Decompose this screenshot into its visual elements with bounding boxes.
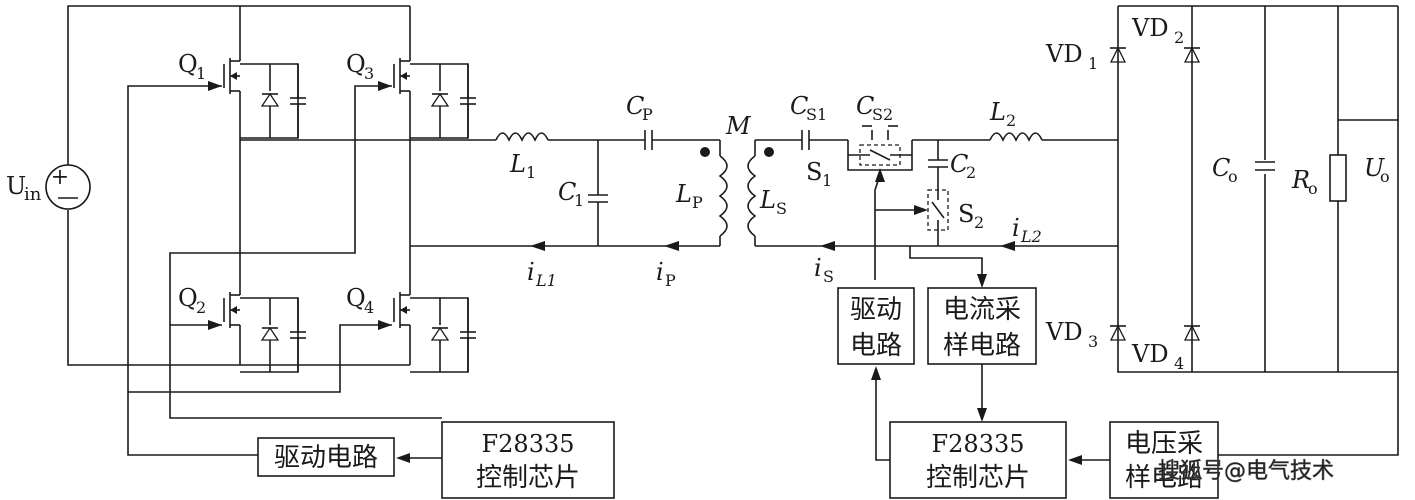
svg-text:样电路: 样电路 (1125, 463, 1203, 493)
svg-text:1: 1 (196, 64, 206, 83)
svg-text:C: C (790, 92, 808, 120)
svg-text:1: 1 (574, 191, 584, 210)
svg-text:P: P (692, 193, 703, 212)
secondary-labels: L S C S1 C S2 S 1 C 2 S 2 L 2 i L2 i S (759, 92, 1042, 286)
svg-text:i: i (814, 254, 822, 282)
current-sample-block: 电流采 样电路 (927, 287, 1037, 422)
mosfet-q3: Q 3 (346, 6, 477, 248)
svg-text:F28335: F28335 (932, 430, 1025, 458)
dc-rails (240, 5, 410, 366)
svg-text:1: 1 (1088, 54, 1098, 73)
svg-text:VD: VD (1045, 40, 1083, 68)
svg-text:U: U (1364, 154, 1385, 182)
svg-text:控制芯片: 控制芯片 (926, 463, 1030, 493)
svg-text:驱动电路: 驱动电路 (274, 443, 378, 473)
svg-text:1: 1 (526, 163, 536, 182)
svg-text:S: S (806, 158, 822, 186)
svg-text:3: 3 (1088, 332, 1098, 351)
left-drive-block: 驱动电路 (257, 437, 395, 477)
svg-text:S: S (776, 199, 787, 218)
voltage-sample-block: 电压采 样电路 (1068, 421, 1219, 499)
svg-text:VD: VD (1131, 14, 1169, 42)
svg-text:VD: VD (1045, 318, 1083, 346)
svg-text:电压采: 电压采 (1125, 429, 1203, 459)
svg-text:L1: L1 (535, 271, 557, 290)
primary-network (240, 130, 728, 251)
svg-text:S1: S1 (806, 105, 827, 124)
svg-text:C: C (856, 92, 874, 120)
right-chip-block: F28335 控制芯片 (871, 366, 1067, 499)
primary-labels: L 1 C 1 C P L P M i L1 i P (509, 92, 752, 290)
svg-text:L: L (759, 186, 776, 214)
svg-text:S: S (823, 267, 834, 286)
svg-text:o: o (1308, 179, 1318, 198)
svg-text:i: i (656, 258, 664, 286)
svg-text:P: P (665, 271, 676, 290)
svg-text:4: 4 (364, 298, 374, 317)
svg-text:i: i (1012, 214, 1020, 242)
svg-text:4: 4 (1174, 354, 1184, 373)
svg-text:Q: Q (178, 284, 198, 312)
rectifier-labels: VD 1 VD 2 VD 3 VD 4 C o R o U o (1045, 14, 1390, 373)
mosfet-q4: Q 4 (346, 248, 477, 373)
svg-text:L2: L2 (1020, 227, 1042, 246)
svg-text:Q: Q (346, 50, 366, 78)
svg-text:Q: Q (178, 50, 198, 78)
svg-text:驱动: 驱动 (850, 295, 902, 325)
svg-text:2: 2 (966, 163, 976, 182)
mosfet-q1: Q 1 (178, 6, 307, 248)
svg-text:S2: S2 (872, 105, 893, 124)
svg-text:i: i (527, 258, 535, 286)
watermark: 搜狐号@电气技术 (1158, 459, 1334, 484)
left-chip-block: F28335 控制芯片 (396, 421, 615, 499)
svg-text:+: + (51, 165, 69, 190)
svg-text:2: 2 (974, 213, 984, 232)
secondary-network (747, 125, 1118, 288)
svg-text:电流采: 电流采 (943, 295, 1021, 325)
svg-text:3: 3 (364, 64, 374, 83)
svg-text:C: C (626, 92, 644, 120)
svg-text:2: 2 (1174, 28, 1184, 47)
svg-text:VD: VD (1131, 340, 1169, 368)
svg-text:o: o (1228, 167, 1238, 186)
svg-text:o: o (1380, 167, 1390, 186)
svg-text:控制芯片: 控制芯片 (476, 463, 580, 493)
svg-text:2: 2 (196, 298, 206, 317)
svg-text:S: S (958, 200, 974, 228)
svg-text:样电路: 样电路 (943, 331, 1021, 361)
rectifier-output (1109, 5, 1399, 456)
svg-text:C: C (558, 178, 576, 206)
svg-text:in: in (24, 184, 42, 205)
gate-drive-wires (127, 81, 442, 456)
svg-text:Q: Q (346, 284, 366, 312)
input-source: + U in (6, 5, 240, 366)
right-drive-block: 驱动 电路 (837, 287, 915, 365)
svg-text:C: C (1212, 154, 1230, 182)
svg-text:2: 2 (1006, 111, 1016, 130)
svg-text:电路: 电路 (850, 331, 902, 361)
svg-text:C: C (950, 150, 968, 178)
svg-text:P: P (642, 105, 653, 124)
svg-text:L: L (989, 98, 1006, 126)
mosfet-q2: Q 2 (178, 248, 307, 373)
svg-text:M: M (725, 112, 752, 140)
svg-text:L: L (509, 150, 526, 178)
svg-text:R: R (1291, 166, 1310, 194)
svg-text:L: L (675, 180, 692, 208)
svg-text:F28335: F28335 (482, 430, 575, 458)
uin-label: U (6, 172, 26, 200)
svg-text:1: 1 (822, 171, 832, 190)
